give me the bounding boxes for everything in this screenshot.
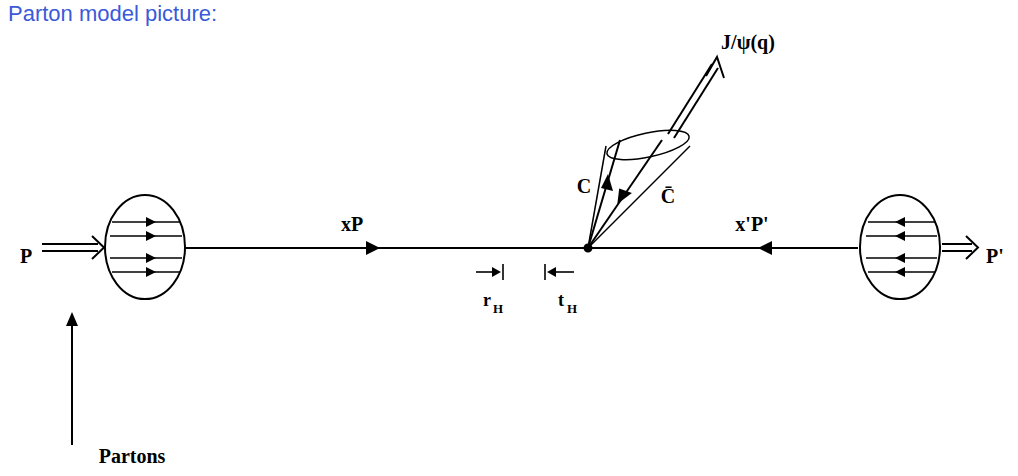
parton-line bbox=[588, 247, 858, 249]
hadron-ellipse bbox=[105, 195, 185, 299]
slide-title: Parton model picture: bbox=[8, 3, 217, 25]
th-marker bbox=[554, 271, 574, 273]
beam-arrowhead bbox=[966, 236, 978, 259]
particle-label: J/ψ(q) bbox=[721, 32, 775, 52]
annotation-label: Partons bbox=[99, 446, 166, 466]
th-tick bbox=[544, 264, 546, 280]
beam-arrowhead bbox=[92, 236, 104, 259]
beam-line bbox=[42, 243, 98, 245]
parton-lines bbox=[110, 222, 182, 272]
jpsi-line bbox=[674, 68, 718, 138]
rh-marker bbox=[476, 271, 494, 273]
arrowhead bbox=[758, 241, 772, 255]
charm-quark-line bbox=[588, 140, 620, 248]
arrowhead bbox=[366, 241, 380, 255]
anticharm-quark-line bbox=[588, 140, 662, 248]
parton-arrowheads bbox=[895, 217, 905, 277]
jpsi-line bbox=[668, 64, 712, 134]
hadron-ellipse bbox=[860, 195, 940, 299]
hadron-label: P' bbox=[986, 246, 1004, 266]
scale-label: t bbox=[558, 291, 564, 309]
beam-line bbox=[42, 250, 98, 252]
momentum-label: x'P' bbox=[735, 214, 768, 234]
momentum-label: xP bbox=[341, 214, 363, 234]
arrowhead bbox=[615, 187, 633, 204]
subscript: H bbox=[567, 302, 577, 315]
hadron-label: P bbox=[20, 246, 32, 266]
parton-arrowheads bbox=[146, 217, 156, 277]
subscript: H bbox=[493, 302, 503, 315]
arrowhead bbox=[492, 267, 501, 277]
parton-line bbox=[185, 247, 588, 249]
arrowhead bbox=[66, 312, 78, 326]
beam-line bbox=[942, 243, 972, 245]
quark-label: C̄ bbox=[661, 186, 675, 206]
parton-lines bbox=[866, 222, 937, 272]
rh-tick bbox=[502, 264, 504, 280]
jpsi-arrowhead bbox=[706, 57, 724, 78]
pointer-arrow bbox=[71, 322, 73, 445]
quark-label: C bbox=[577, 176, 591, 196]
beam-line bbox=[942, 250, 972, 252]
scale-label: r bbox=[483, 291, 491, 309]
arrowhead bbox=[601, 174, 613, 191]
